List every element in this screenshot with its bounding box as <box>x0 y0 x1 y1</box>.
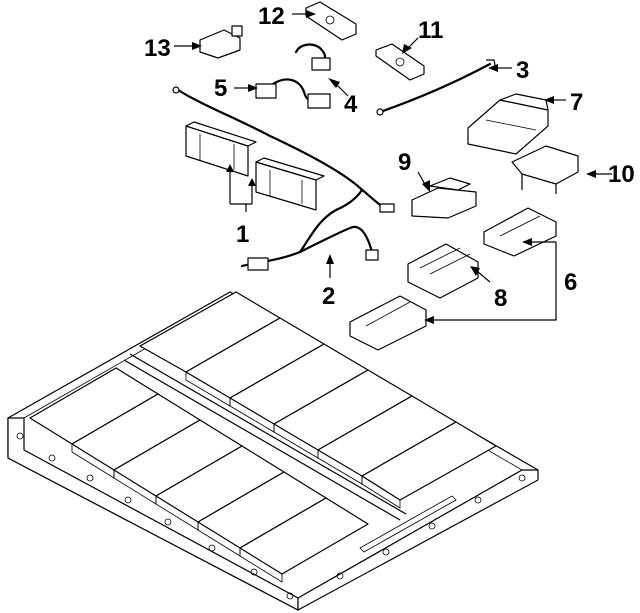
callout-numbers: 1 2 3 4 5 6 7 8 9 10 11 12 13 <box>144 3 635 312</box>
callout-12: 12 <box>258 3 285 30</box>
callout-8: 8 <box>494 285 507 312</box>
part-13-bracket <box>199 25 243 59</box>
callout-7: 7 <box>570 89 583 116</box>
part-1-covers <box>185 121 325 211</box>
callout-10: 10 <box>608 161 635 188</box>
part-2-harness <box>172 86 395 271</box>
callout-1: 1 <box>236 221 249 248</box>
callout-9: 9 <box>398 149 411 176</box>
part-9-bracket <box>411 177 477 219</box>
callout-3: 3 <box>516 57 529 84</box>
callout-6: 6 <box>564 269 577 296</box>
callout-4: 4 <box>344 91 358 118</box>
battery-modules <box>29 291 497 583</box>
part-6-junction-box <box>349 207 557 351</box>
part-4-5-harness <box>255 43 331 109</box>
leader-lines <box>174 10 612 324</box>
part-7-cover <box>467 93 549 155</box>
battery-tray <box>7 291 539 611</box>
part-12-bracket <box>305 1 357 41</box>
part-8-relay-box <box>407 243 479 299</box>
callout-11: 11 <box>418 17 443 44</box>
part-10-bracket <box>511 145 579 194</box>
callout-2: 2 <box>322 283 335 310</box>
callout-5: 5 <box>214 75 227 102</box>
callout-13: 13 <box>144 35 171 62</box>
part-11-bracket <box>375 43 425 81</box>
